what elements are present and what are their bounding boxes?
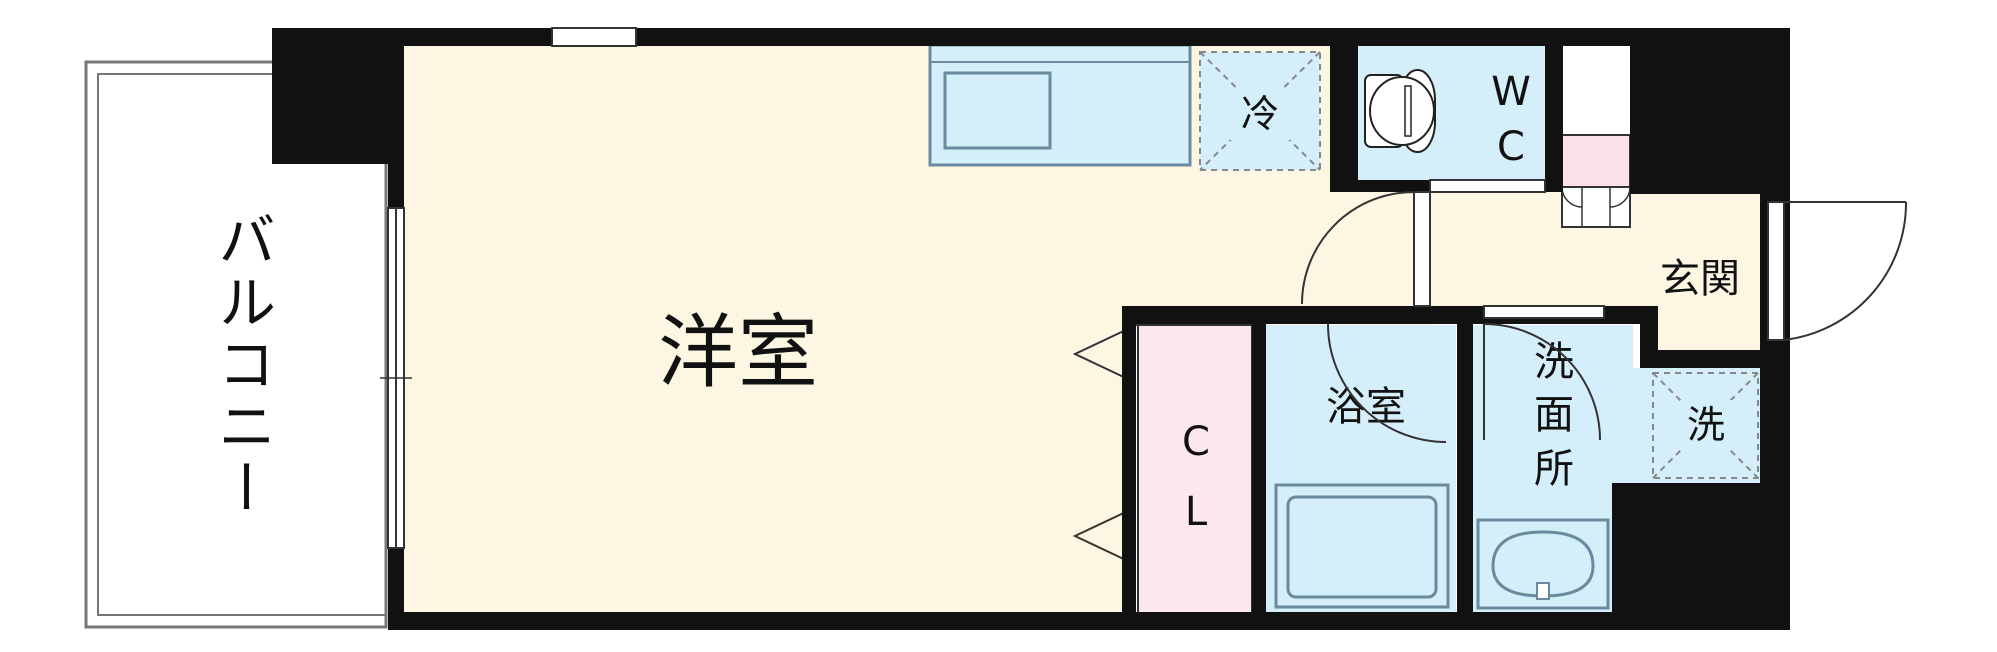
bathtub (1274, 483, 1450, 609)
closet-label-c: C (1182, 419, 1210, 465)
washbasin (1476, 518, 1610, 610)
toilet-fixture (1364, 69, 1436, 153)
toilet-label-c: C (1497, 124, 1525, 170)
closet-label-l: L (1185, 489, 1208, 535)
fridge-space: 冷 (1199, 51, 1321, 171)
toilet-label-w: W (1491, 69, 1531, 115)
bathroom-label: 浴室 (1326, 384, 1406, 430)
washroom-label-1: 洗 (1534, 339, 1574, 385)
sink-icon (943, 71, 1052, 150)
kitchen-counter (928, 43, 1192, 167)
washer-space: 洗 (1652, 372, 1759, 479)
balcony-label: バルコニー (208, 210, 276, 520)
balcony-label-group: バルコニー (208, 210, 276, 520)
washroom-label-3: 所 (1534, 446, 1574, 492)
entrance-floor (1640, 194, 1760, 350)
washroom-label-2: 面 (1534, 392, 1574, 438)
washer-label: 洗 (1687, 403, 1725, 447)
shoe-cabinet (1561, 134, 1631, 228)
doors (1301, 179, 1908, 443)
western-room-label: 洋室 (658, 306, 818, 399)
fridge-label: 冷 (1241, 92, 1279, 136)
entrance-label: 玄関 (1660, 256, 1740, 302)
windows (380, 27, 637, 549)
